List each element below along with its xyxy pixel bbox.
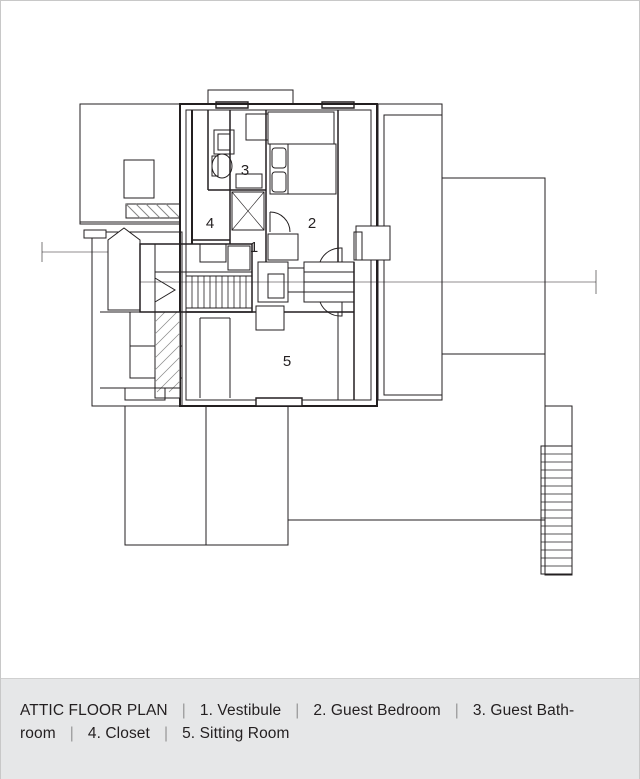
room-number-2: 2 [308, 215, 316, 232]
caption-title: ATTIC FLOOR PLAN [20, 702, 168, 719]
caption-item-guest-bedroom: 2. Guest Bedroom [313, 702, 441, 719]
caption-item-guest-bathroom-cont: room [20, 725, 56, 742]
room-number-3: 3 [241, 162, 249, 179]
room-number-4: 4 [206, 215, 214, 232]
attic-outer-wall [180, 104, 377, 406]
caption-separator: | [181, 702, 186, 719]
caption-item-sitting-room: 5. Sitting Room [182, 725, 290, 742]
room-number-5: 5 [283, 353, 291, 370]
caption-separator: | [295, 702, 300, 719]
caption-separator: | [454, 702, 459, 719]
caption-separator: | [69, 725, 74, 742]
room-number-1: 1 [250, 239, 258, 256]
caption-item-guest-bathroom: 3. Guest Bath- [472, 702, 575, 719]
left-chimney [124, 160, 154, 198]
caption-separator: | [163, 725, 169, 742]
caption-text: ATTIC FLOOR PLAN | 1. Vestibule | 2. Guest B… [20, 699, 620, 745]
caption-bar: ATTIC FLOOR PLAN | 1. Vestibule | 2. Guest B… [1, 678, 639, 779]
caption-item-closet: 4. Closet [87, 725, 150, 742]
caption-item-vestibule: 1. Vestibule [199, 702, 282, 719]
attic-floor-plan: 1 2 3 4 5 [0, 0, 640, 680]
main-stair [140, 244, 252, 312]
